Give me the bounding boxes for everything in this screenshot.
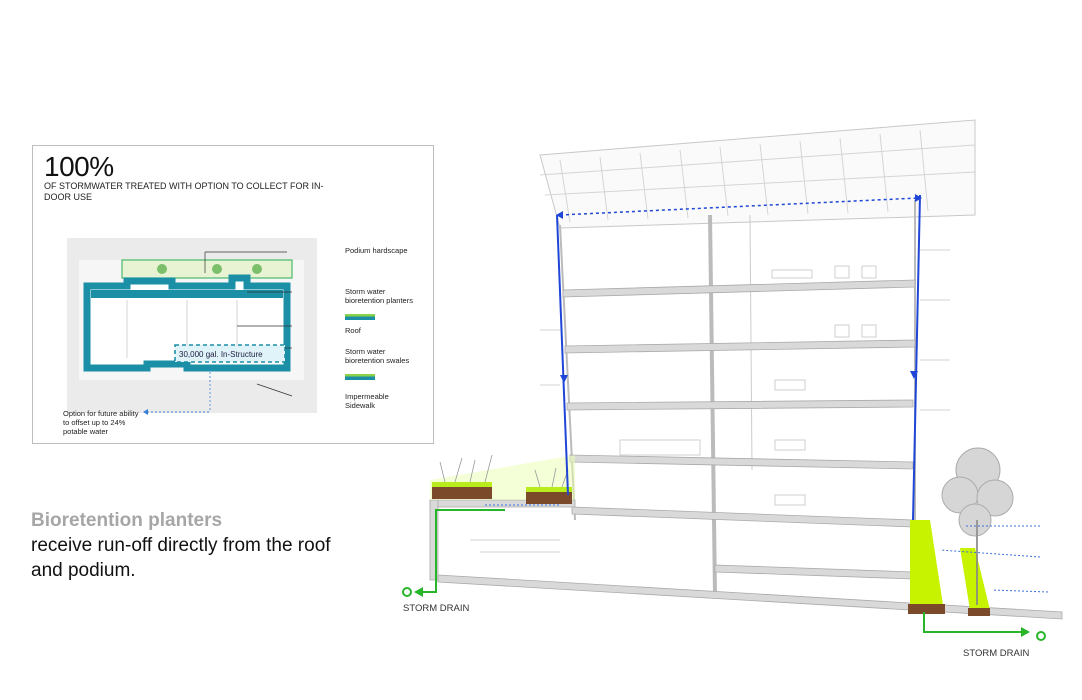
storm-drain-left-label: STORM DRAIN (403, 603, 470, 614)
label-podium: Podium hardscape (345, 246, 408, 255)
in-structure-label: 30,000 gal. In-Structure (179, 350, 263, 359)
label-swales: Storm water bioretention swales (345, 347, 410, 365)
caption-heading: Bioretention planters (31, 510, 223, 531)
label-future: Option for future ability to offset up t… (63, 409, 139, 436)
site-plan: 30,000 gal. In-Structure (67, 238, 317, 413)
info-card: 100% OF STORMWATER TREATED WITH OPTION T… (32, 145, 434, 444)
tree-icon (941, 447, 1014, 605)
label-roof: Roof (345, 326, 361, 335)
label-sidewalk: Impermeable Sidewalk (345, 392, 389, 410)
planters-swatch (345, 314, 375, 320)
label-planters: Storm water bioretention planters (345, 287, 413, 305)
swales-swatch (345, 374, 375, 380)
storm-drain-right-label: STORM DRAIN (963, 648, 1030, 659)
card-subtitle: OF STORMWATER TREATED WITH OPTION TO COL… (44, 181, 324, 202)
percent-figure: 100% (44, 151, 114, 182)
caption-body: receive run-off directly from the roof a… (31, 535, 331, 581)
future-arrow (143, 409, 209, 415)
